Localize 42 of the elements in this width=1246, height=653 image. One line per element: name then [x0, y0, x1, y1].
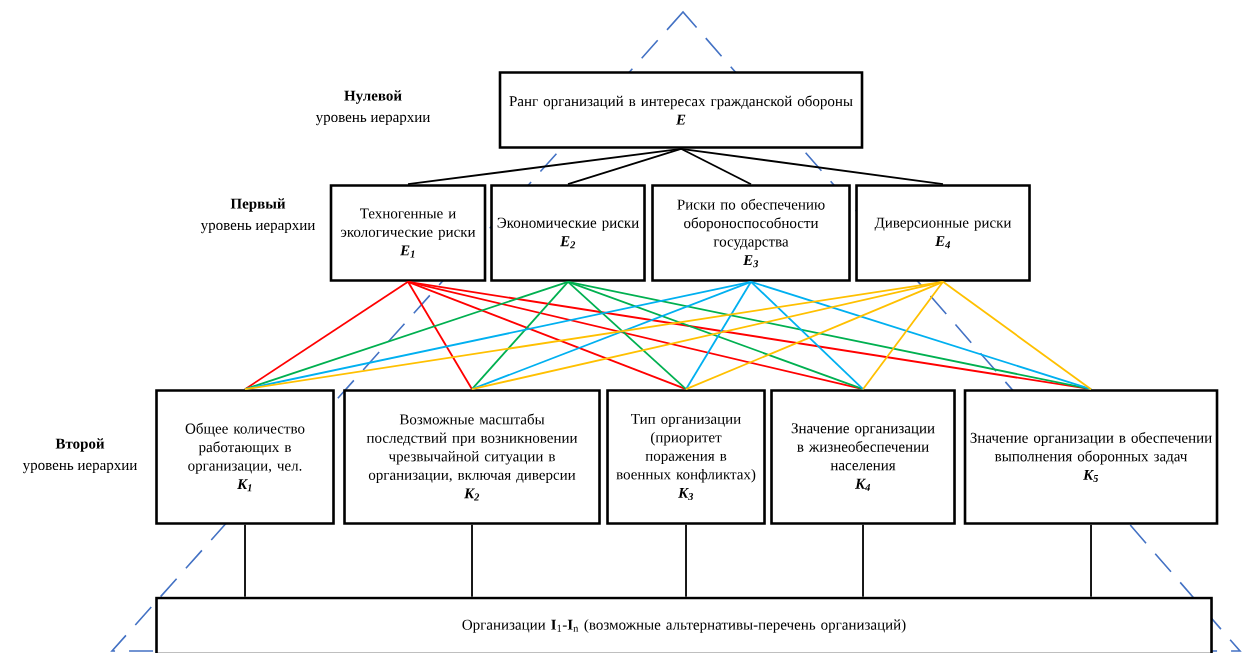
alternatives-box: Организации I$_{1}$-I$_{n}$ (возможные альтернативы-перечень организаций): [155, 596, 1213, 653]
risk-box: Риски по обеспечению обороноспособности государства E$_{3}$: [651, 184, 851, 282]
level-label: уровень иерархии: [22, 462, 137, 474]
connector-line: [567, 280, 687, 391]
connector-line: [471, 280, 752, 391]
risk-box: Экономические риски E$_{2}$: [490, 184, 646, 282]
connector-line: [407, 280, 687, 391]
level-label: уровень иерархии: [315, 114, 430, 126]
connector-line: [567, 147, 682, 186]
risk-box: Техногенные и экологические риски E$_{1}$: [329, 184, 487, 282]
connector-line: [862, 523, 864, 598]
connector-line: [862, 280, 944, 391]
connector-line: [471, 523, 473, 598]
level-label: Второй: [55, 438, 105, 452]
connector-line: [685, 280, 752, 391]
criteria-box: Возможные масштабы последствий при возникновении чрезвычайной ситуации в организации, включая диверсии K$_{2}$: [343, 389, 601, 525]
connector-line: [680, 147, 752, 186]
level-label: Нулевой: [344, 90, 402, 104]
criteria-box: Значение организации в обеспечении выполнения оборонных задач K$_{5}$: [963, 389, 1219, 525]
connector-line: [407, 147, 682, 186]
connector-line: [244, 280, 409, 391]
connector-line: [567, 280, 864, 391]
connector-line: [750, 280, 864, 391]
goal-box: Ранг организаций в интересах гражданской обороны E: [498, 71, 864, 149]
connector-line: [942, 280, 1092, 391]
connector-line: [244, 280, 569, 391]
connector-line: [244, 523, 246, 598]
criteria-box: Значение организации в жизнеобеспечении населения K$_{4}$: [770, 389, 956, 525]
connector-line: [567, 280, 1092, 391]
level-label: Первый: [230, 198, 286, 212]
criteria-box: Тип организации (приоритет поражения в военных конфликтах) K$_{3}$: [606, 389, 766, 525]
connector-line: [471, 280, 944, 391]
connector-line: [685, 280, 944, 391]
connector-line: [407, 280, 473, 391]
risk-box: Диверсионные риски E$_{4}$: [855, 184, 1031, 282]
connector-line: [685, 523, 687, 598]
connector-line: [750, 280, 1092, 391]
connector-line: [1090, 523, 1092, 598]
criteria-box: Общее количество работающих в организации, чел. K$_{1}$: [155, 389, 335, 525]
level-label: уровень иерархии: [200, 222, 315, 234]
connector-line: [680, 147, 944, 186]
connector-line: [471, 280, 569, 391]
